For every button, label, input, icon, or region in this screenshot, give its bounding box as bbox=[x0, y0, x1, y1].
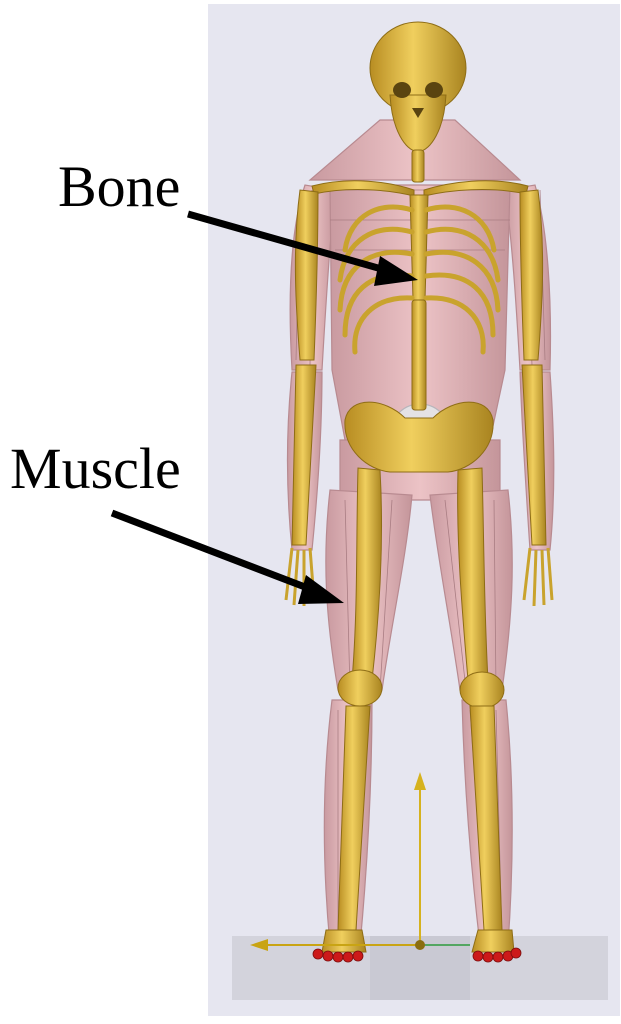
left-humerus bbox=[295, 190, 318, 360]
left-patella bbox=[338, 670, 382, 706]
lumbar-spine bbox=[412, 300, 426, 410]
cervical-spine bbox=[412, 150, 424, 182]
right-foot bbox=[472, 930, 514, 952]
left-foot bbox=[322, 930, 366, 952]
muscle-label: Muscle bbox=[10, 440, 181, 498]
bone-label: Bone bbox=[58, 158, 180, 216]
right-humerus bbox=[520, 190, 543, 360]
right-patella bbox=[460, 672, 504, 708]
